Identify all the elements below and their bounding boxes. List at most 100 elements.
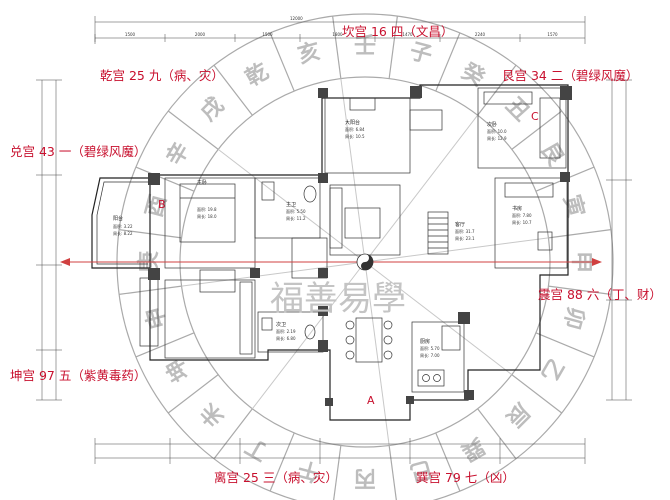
compass-sector-line: [364, 261, 390, 446]
watermark: 福善易學: [270, 279, 406, 319]
compass-ring-char: 壬: [354, 34, 376, 59]
dim-top-label: 2240: [475, 32, 486, 37]
study-outline: [494, 177, 568, 269]
dimension-lines-left: [36, 79, 62, 401]
svg-text:大阳台: 大阳台: [345, 119, 360, 126]
dim-top-label: 1500: [125, 32, 136, 37]
room-labels: 阳台 面积: 3.22 周长: 8.22 主卧 面积: 19.8 周长: 18.…: [113, 119, 532, 358]
svg-text:周长: 7.00: 周长: 7.00: [420, 352, 440, 358]
svg-text:面积: 3.22: 面积: 3.22: [113, 223, 133, 229]
svg-text:周长: 11.2: 周长: 11.2: [286, 215, 306, 221]
compass-spokes: [119, 16, 611, 500]
compass-spoke: [167, 374, 219, 414]
dim-top-label: 1470: [402, 32, 413, 37]
compass-spoke: [269, 32, 295, 92]
svg-text:主卫: 主卫: [286, 201, 296, 208]
svg-text:周长: 8.22: 周长: 8.22: [113, 230, 133, 236]
room-label-big-balcony: 大阳台 面积: 6.84 周长: 10.5: [345, 119, 365, 139]
svg-text:周长: 10.5: 周长: 10.5: [345, 133, 365, 139]
compass-ring-char: 辛: [161, 138, 195, 170]
room-label-living-room: 客厅 面积: 31.7 周长: 23.1: [455, 221, 475, 241]
marker-a: A: [367, 394, 375, 407]
compass-spoke: [333, 445, 342, 500]
compass-ring-char: 申: [142, 304, 172, 332]
dining-table: [345, 317, 393, 363]
dimension-lines-bottom: [94, 438, 586, 464]
second-bedroom-outline: [477, 87, 567, 169]
room-label-second-bedroom: 次卧 面积: 10.0 周长: 12.9: [487, 121, 507, 141]
palace-label-northeast: 艮宫 34 二（碧绿风魔）: [502, 68, 638, 83]
column: [148, 173, 160, 185]
room-label-study: 书房 面积: 7.80 周长: 10.7: [512, 205, 532, 225]
svg-text:面积: 19.8: 面积: 19.8: [197, 206, 217, 212]
axis-arrow-left: [60, 258, 70, 266]
master-bath-outline: [254, 177, 321, 239]
compass-spoke: [167, 110, 219, 150]
compass-spoke: [269, 432, 295, 492]
compass-spoke: [548, 229, 611, 239]
compass-sector-line: [364, 237, 549, 263]
svg-text:面积: 6.84: 面积: 6.84: [345, 126, 365, 132]
compass-sector-line: [364, 261, 513, 376]
compass-spoke: [477, 408, 517, 460]
dim-top-total: 12000: [290, 16, 303, 21]
compass-ring-char: 辰: [501, 398, 534, 431]
sofa: [329, 187, 343, 249]
west-east-axis: [60, 258, 602, 266]
second-bath-outline: [257, 311, 324, 353]
study-desk: [504, 182, 554, 198]
living-room-outline: [329, 184, 401, 256]
lower-bedroom-outline: [164, 279, 256, 359]
taiji-symbol: [356, 253, 374, 271]
palace-label-southeast: 巽宫 79 七（凶）: [416, 470, 515, 485]
palace-label-west: 兑宫 43 一（碧绿风魔）: [10, 144, 146, 159]
compass-spoke: [213, 408, 253, 460]
compass-spoke: [435, 32, 461, 92]
compass-spoke: [511, 110, 563, 150]
dimension-lines-right: [606, 79, 632, 401]
svg-text:周长: 6.80: 周长: 6.80: [276, 335, 296, 341]
compass-ring-char: 未: [196, 398, 229, 431]
compass-spoke: [511, 374, 563, 414]
bed-master: [179, 183, 236, 243]
axis-arrow-right: [592, 258, 602, 266]
compass-spoke: [477, 64, 517, 116]
palace-label-south: 离宫 25 三（病、灾）: [214, 470, 338, 485]
compass-ring-char: 亥: [295, 38, 323, 69]
marker-b: B: [158, 198, 166, 211]
compass-sector-line: [251, 261, 366, 410]
compass-ring-char: 寅: [558, 192, 589, 220]
dim-top-label: 1570: [547, 32, 558, 37]
compass-ring-char: 丁: [241, 432, 273, 465]
coffee-table: [344, 207, 381, 239]
compass-sector-line: [217, 148, 366, 263]
kitchen-outline: [411, 321, 465, 393]
room-label-second-bath: 次卫 面积: 2.19 周长: 6.80: [276, 321, 296, 341]
compass-spoke: [535, 332, 595, 358]
palace-label-southwest: 坤宫 97 五（紫黄毒药）: [10, 368, 146, 383]
compass-ring-char: 乾: [241, 58, 273, 92]
svg-text:周长: 23.1: 周长: 23.1: [455, 235, 475, 241]
svg-text:面积: 31.7: 面积: 31.7: [455, 228, 475, 234]
compass-spoke: [435, 432, 461, 492]
compass-ring-char: 癸: [456, 58, 490, 93]
svg-text:面积: 5.50: 面积: 5.50: [286, 208, 306, 214]
compass-spoke: [548, 285, 611, 295]
compass-ring-char: 卯: [558, 304, 588, 332]
compass-sector-line: [364, 114, 479, 263]
svg-text:周长: 18.0: 周长: 18.0: [197, 213, 217, 219]
svg-text:客厅: 客厅: [455, 221, 465, 228]
compass-ring-char: 巽: [457, 432, 489, 465]
room-label-master-bedroom: 主卧 面积: 19.8 周长: 18.0: [197, 179, 217, 219]
svg-text:面积: 5.70: 面积: 5.70: [420, 345, 440, 351]
stairs: [427, 211, 449, 255]
compass-spoke: [332, 16, 342, 79]
dim-top-label: 2000: [195, 32, 206, 37]
balcony-wall: [91, 177, 150, 269]
room-label-master-bath: 主卫 面积: 5.50 周长: 11.2: [286, 201, 306, 221]
svg-text:次卫: 次卫: [276, 321, 286, 328]
dim-top-label: 1800: [332, 32, 343, 37]
